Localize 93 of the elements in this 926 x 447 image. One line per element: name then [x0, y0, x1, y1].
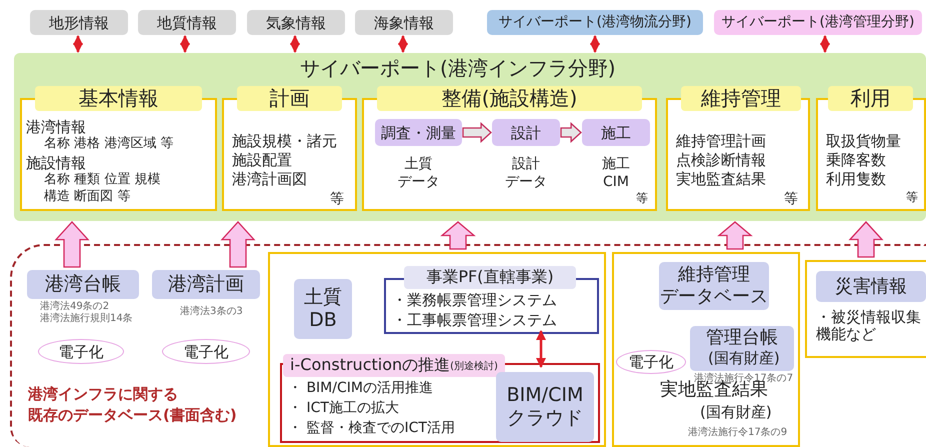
double-arrow: [536, 330, 546, 368]
database-box: [690, 326, 794, 371]
group-caption: 既存のデータベース(書面含む): [28, 407, 237, 424]
item-text: 乗降客数: [826, 152, 886, 170]
system-frame: [268, 252, 606, 447]
etc-note: 構造 断面図 等: [44, 190, 130, 205]
law-reference: 港湾法施行規則14条: [40, 313, 133, 324]
double-arrow: [180, 35, 190, 53]
group-caption: 港湾インフラに関する: [28, 386, 178, 404]
block-arrow: [440, 221, 476, 250]
panel-heading: 基本情報: [35, 86, 202, 111]
block-arrow: [54, 221, 90, 268]
item-text: 名称 種類 位置 規模: [44, 173, 160, 188]
data-note: データ: [396, 174, 440, 190]
note-text: (別途検討): [450, 360, 498, 372]
item-text: 港湾情報: [26, 119, 86, 136]
system-frame: [805, 260, 926, 358]
item-text: 点検診断情報: [676, 152, 766, 170]
panel-heading: 事業PF(直轄事業): [426, 267, 554, 288]
etc-note: 等: [636, 192, 648, 206]
step-box: 調査・測量: [375, 119, 462, 146]
block-arrow: [462, 122, 492, 143]
database-box: 土質 DB: [294, 279, 352, 339]
bullet-item: ・ BIM/CIMの活用推進: [288, 380, 433, 396]
info-box: 海象情報: [355, 10, 453, 35]
block-arrow: [560, 122, 582, 143]
database-box: 港湾台帳: [27, 270, 139, 299]
category-panel: [362, 86, 657, 211]
etc-note: 等: [906, 191, 918, 205]
system-box: サイバーポート(港湾管理分野): [714, 10, 922, 35]
etc-note: 等: [784, 191, 798, 208]
data-note: 設計: [511, 156, 541, 172]
system-frame: [612, 252, 800, 447]
stamp-ellipse: 電子化: [38, 339, 124, 364]
category-panel: [222, 86, 357, 211]
bullet-item: ・ ICT施工の拡大: [288, 400, 399, 416]
record-label: (国有財産): [700, 404, 772, 422]
info-box: 気象情報: [247, 10, 345, 35]
system-box: サイバーポート(港湾物流分野): [487, 10, 703, 35]
category-panel: [20, 86, 217, 211]
info-box: 地形情報: [30, 10, 128, 35]
law-reference: 港湾法3条の3: [180, 306, 243, 318]
item-text: 維持管理計画: [676, 133, 766, 150]
double-arrow: [590, 35, 600, 53]
data-note: 土質: [404, 156, 434, 172]
platform-title: サイバーポート(港湾インフラ分野): [300, 57, 616, 80]
item-text: 利用隻数: [826, 171, 886, 188]
category-panel: [816, 86, 926, 211]
info-box: 地質情報: [138, 10, 236, 35]
database-box: 港湾計画: [152, 270, 260, 299]
panel-heading: 計画: [237, 86, 342, 111]
law-reference: 港湾法施行令17条の9: [688, 427, 788, 438]
item-text: 施設配置: [232, 152, 292, 170]
bullet-item: ・業務帳票管理システム: [392, 292, 557, 310]
bullet-item: ・工事帳票管理システム: [392, 312, 557, 330]
panel-heading: 維持管理: [681, 86, 801, 111]
item-text: 施設情報: [26, 155, 86, 172]
item-text: 実地監査結果: [676, 171, 766, 188]
stamp-ellipse: 電子化: [162, 339, 250, 364]
double-arrow: [820, 35, 830, 53]
item-text: ・被災情報収集機能など: [816, 309, 922, 344]
data-note: 施工: [601, 156, 631, 172]
block-arrow: [220, 221, 256, 268]
step-box: 施工: [582, 119, 650, 146]
box-title: 管理台帳: [706, 328, 778, 349]
step-box: 設計: [492, 119, 560, 146]
database-box: BIM/CIM クラウド: [496, 372, 594, 442]
database-box: 災害情報: [816, 271, 926, 302]
database-box: 維持管理 データベース: [659, 262, 769, 310]
item-text: 施設規模・諸元: [232, 133, 337, 150]
double-arrow: [73, 35, 83, 53]
panel-heading: 利用: [828, 86, 913, 111]
group-outline: [10, 244, 926, 447]
block-arrow: [717, 221, 753, 250]
subsystem-panel: [384, 266, 599, 334]
item-text: 名称 港格 港湾区域 等: [44, 137, 174, 152]
panel-heading: 整備(施設構造): [377, 86, 642, 111]
data-note: CIM: [602, 174, 630, 190]
subsystem-panel: [280, 354, 600, 443]
platform-panel: [14, 53, 926, 221]
stamp-ellipse: 電子化: [616, 350, 686, 374]
panel-heading: i-Constructionの推進: [290, 355, 450, 376]
block-arrow: [848, 221, 884, 258]
item-text: 取扱貨物量: [826, 133, 901, 150]
bullet-item: ・ 監督・検査でのICT活用: [288, 420, 455, 436]
item-text: 港湾計画図: [232, 171, 307, 188]
double-arrow: [398, 35, 408, 53]
double-arrow: [290, 35, 300, 53]
box-subtitle: (国有財産): [708, 350, 780, 368]
etc-note: 等: [330, 191, 344, 208]
data-note: データ: [504, 174, 548, 190]
category-panel: [666, 86, 810, 211]
law-reference: 港湾法49条の2: [40, 301, 110, 312]
